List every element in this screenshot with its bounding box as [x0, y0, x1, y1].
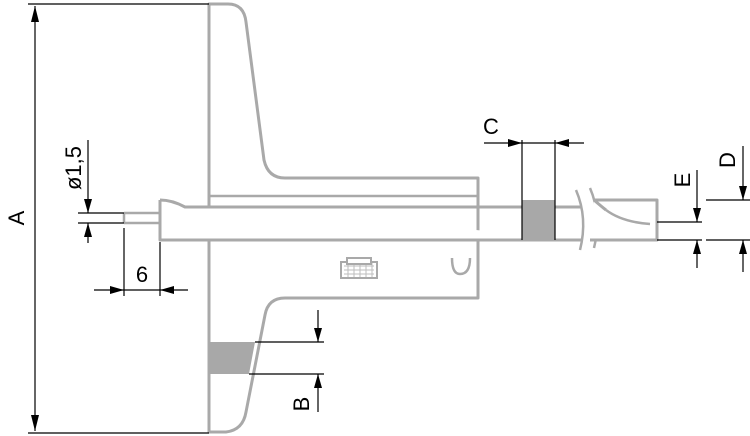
e-arrow-top	[693, 208, 701, 222]
six-arrow-left	[110, 286, 124, 294]
dim-label-pin-length: 6	[136, 262, 148, 287]
d15-arrow-top	[84, 199, 92, 213]
a-arrow-top	[31, 6, 39, 22]
dim-label-d: D	[715, 152, 740, 168]
b-arrow-top	[314, 328, 322, 342]
band-c	[522, 200, 555, 240]
a-arrow-bottom	[31, 415, 39, 431]
dim-label-b: B	[289, 397, 314, 412]
dim-label-e: E	[670, 173, 695, 188]
screw-neck	[346, 257, 372, 265]
bar-end-hook	[605, 208, 651, 226]
measuring-pin	[122, 211, 160, 225]
band-b	[209, 342, 255, 374]
screw-knurl	[344, 263, 374, 277]
c-arrow-left	[508, 139, 522, 147]
c-arrow-right	[555, 139, 569, 147]
six-arrow-right	[160, 286, 174, 294]
break-mark-1	[574, 189, 585, 251]
b-arrow-bottom	[314, 374, 322, 388]
dim-label-c: C	[483, 114, 499, 139]
d-arrow-top	[739, 186, 747, 200]
dim-label-pin-diameter: ø1,5	[61, 146, 86, 190]
dim-label-a: A	[4, 210, 29, 225]
lever-loop	[450, 257, 472, 276]
d15-arrow-bottom	[84, 223, 92, 237]
d-arrow-bottom	[739, 240, 747, 254]
e-arrow-bottom	[693, 240, 701, 254]
